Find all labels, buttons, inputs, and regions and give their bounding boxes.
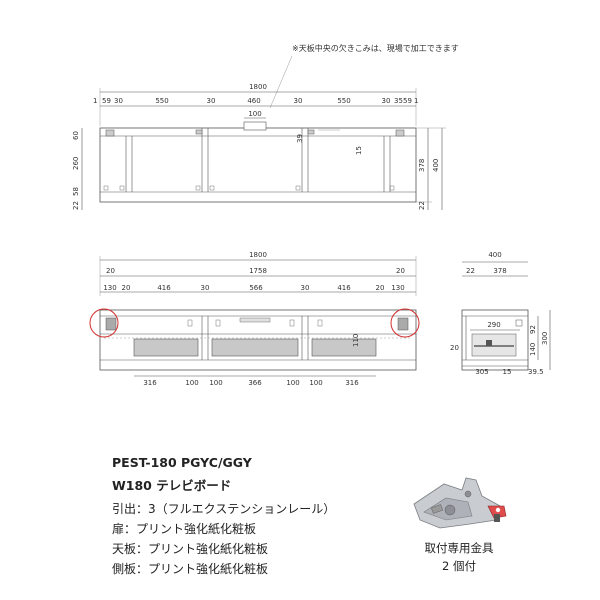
- side-left-20: 20: [450, 344, 459, 352]
- front-width-dim: 1800: [249, 251, 267, 259]
- bracket-highlight-left: [89, 308, 119, 338]
- spec-door: 扉：プリント強化紙化粧板: [112, 522, 257, 536]
- spec-top: 天板：プリント強化紙化粧板: [112, 542, 269, 556]
- front-seg-416b: 416: [337, 284, 351, 292]
- top-seg-1: 1: [93, 97, 97, 105]
- side-right-92: 92: [529, 325, 537, 334]
- drawer-right: [311, 338, 377, 357]
- bracket-label: 取付専用金具: [424, 541, 494, 555]
- drawer-left: [133, 338, 199, 357]
- front-drawer-h: 110: [352, 334, 360, 347]
- front-edge-left: 20: [106, 267, 115, 275]
- front-seg-566: 566: [249, 284, 263, 292]
- side-inner-290: 290: [487, 321, 500, 329]
- front-bot-366: 366: [248, 379, 262, 387]
- top-dim-39: 39: [296, 134, 304, 143]
- side-view: 400 22 378 290 20 92 140 300 305 15 39.5: [450, 251, 551, 376]
- bracket-count: 2 個付: [442, 559, 476, 573]
- top-right-400: 400: [432, 159, 440, 172]
- front-bot-316a: 316: [143, 379, 157, 387]
- drawer-center: [211, 338, 299, 357]
- side-top-378: 378: [493, 267, 506, 275]
- spec-drawer: 引出：3（フルエクステンションレール）: [112, 502, 336, 516]
- front-bot-100c: 100: [286, 379, 299, 387]
- top-seg-30b: 30: [207, 97, 216, 105]
- top-seg-460: 460: [247, 97, 260, 105]
- mounting-bracket-image: [413, 477, 507, 529]
- top-seg-30d: 30: [382, 97, 391, 105]
- top-right-378: 378: [418, 159, 426, 172]
- side-bot-305: 305: [475, 368, 488, 376]
- front-edge-right: 20: [396, 267, 405, 275]
- note-text: ※天板中央の欠きこみは、現場で加工できます: [292, 43, 459, 53]
- front-bot-100b: 100: [209, 379, 222, 387]
- side-bot-39-5: 39.5: [528, 368, 544, 376]
- side-depth-dim: 400: [488, 251, 501, 259]
- model-number: PEST-180 PGYC/GGY: [112, 455, 252, 470]
- top-view: 1800 1 59 30 550 30 460 30 550 30 35 59 …: [72, 83, 446, 210]
- front-bot-316b: 316: [345, 379, 359, 387]
- front-inner-dim: 1758: [249, 267, 267, 275]
- top-seg-59b: 59: [403, 97, 412, 105]
- side-right-300: 300: [541, 332, 549, 345]
- top-seg-550b: 550: [337, 97, 350, 105]
- front-seg-20a: 20: [122, 284, 131, 292]
- top-left-58: 58: [72, 187, 80, 196]
- front-seg-130b: 130: [391, 284, 404, 292]
- top-left-60: 60: [72, 131, 80, 140]
- product-name: W180 テレビボード: [112, 478, 232, 493]
- top-width-dim: 1800: [249, 83, 267, 91]
- front-seg-416a: 416: [157, 284, 171, 292]
- top-seg-30a: 30: [114, 97, 123, 105]
- top-right-22: 22: [418, 201, 426, 210]
- top-dim-15: 15: [355, 146, 363, 155]
- top-seg-30c: 30: [294, 97, 303, 105]
- top-seg-550a: 550: [155, 97, 168, 105]
- front-seg-30a: 30: [201, 284, 210, 292]
- top-seg-1b: 1: [414, 97, 418, 105]
- top-notch-dim: 100: [248, 110, 261, 118]
- note-leader: [269, 55, 293, 109]
- front-view: 1800 20 1758 20 130 20 416 30 566 30 416…: [89, 251, 420, 387]
- spec-side: 側板：プリント強化紙化粧板: [112, 562, 269, 576]
- top-left-22: 22: [72, 201, 80, 210]
- front-bot-100a: 100: [185, 379, 198, 387]
- front-bot-100d: 100: [309, 379, 322, 387]
- top-seg-35: 35: [394, 97, 403, 105]
- front-seg-30b: 30: [301, 284, 310, 292]
- front-seg-130a: 130: [103, 284, 116, 292]
- side-right-140: 140: [529, 343, 537, 356]
- top-left-260: 260: [72, 157, 80, 170]
- front-seg-20b: 20: [376, 284, 385, 292]
- bracket-highlight-right: [390, 308, 420, 338]
- top-seg-59: 59: [102, 97, 111, 105]
- side-bot-15: 15: [503, 368, 512, 376]
- side-top-22: 22: [466, 267, 475, 275]
